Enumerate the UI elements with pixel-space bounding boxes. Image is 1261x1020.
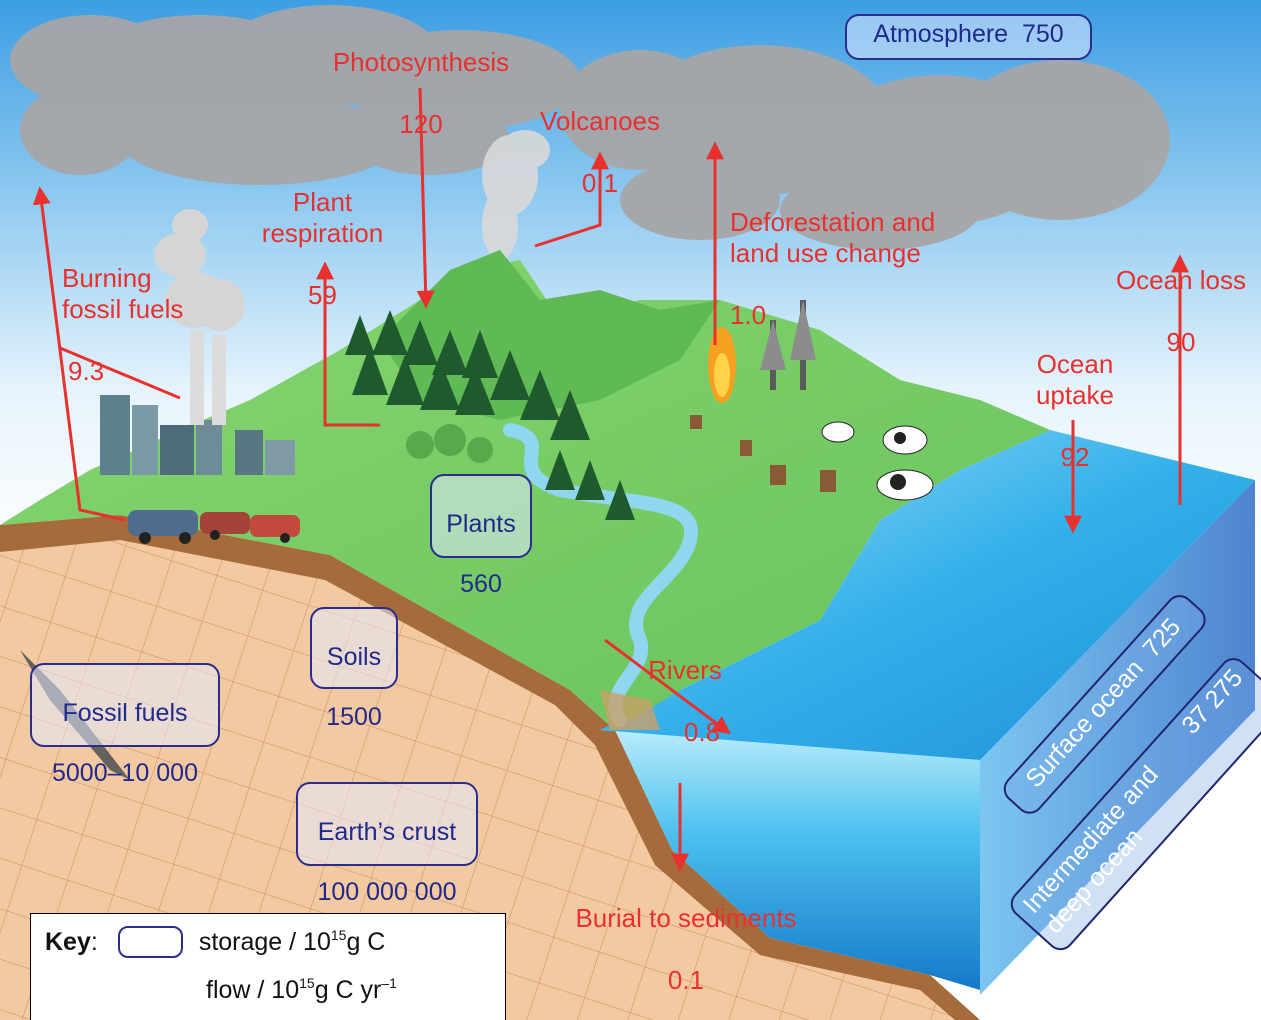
flow-value: 59 [308,280,337,310]
earth-crust [0,530,960,1020]
bushes [406,424,493,463]
flow-rivers: Rivers 0.8 [630,624,740,748]
flow-value: 9.3 [68,356,105,386]
photosynthesis-arrow [416,87,435,309]
volcanoes-arrow [534,151,609,248]
store-value: 5000–10 000 [52,759,198,787]
ocean-side [980,480,1255,995]
city [100,209,295,475]
store-soils: Soils 1500 [310,607,398,731]
flow-label: flow / 1015g C yr–1 [206,975,397,1004]
store-atmosphere: Atmosphere 750 [845,14,1092,60]
legend-title: Key [45,927,91,956]
flow-name: Burial to sediments [575,903,797,933]
store-fossil-fuels: Fossil fuels 5000–10 000 [30,663,220,787]
cows [821,421,934,501]
storage-label: storage / 1015g C [198,926,386,956]
plant-respiration-arrow [316,261,380,427]
store-name: Fossil fuels [62,699,188,727]
river [503,423,699,727]
flow-plant-respiration: Plant respiration 59 [245,156,400,311]
flow-name: Ocean loss [1115,265,1247,295]
flow-name: Volcanoes [540,106,660,136]
store-earths-crust: Earth’s crust 100 000 000 [296,782,478,906]
burning-fossil-fuels-arrow [32,186,126,522]
flow-value: 120 [399,109,443,139]
store-name: Earth’s crust [317,818,457,846]
cloud-band [10,5,1170,250]
store-name: Plants [446,510,516,538]
river-delta [600,690,660,730]
flow-value: 92 [1060,442,1090,472]
burning-forest [690,300,836,492]
legend-storage-row: Key: storage / 1015g C [45,926,385,958]
flow-value: 0.1 [581,168,619,198]
flow-deforestation: Deforestation and land use change 1.0 [730,176,990,331]
flow-burning-fossil-fuels: Burning fossil fuels 9.3 [62,232,222,387]
flow-name: Burning fossil fuels [62,263,184,324]
rivers-arrow [604,638,731,735]
legend: Key: storage / 1015g C flow / 1015g C yr… [30,913,506,1020]
flow-volcanoes: Volcanoes 0.1 [525,75,675,199]
flow-arrows [32,87,1189,1002]
flow-value: 1.0 [730,300,767,330]
store-value: 1500 [326,703,382,731]
fossil-fuels-city-line [59,346,181,400]
cars [128,510,300,544]
soil-layer [0,515,980,1020]
flow-name: Rivers [648,655,722,685]
store-value: 100 000 000 [317,878,457,906]
store-value: 560 [460,570,502,598]
flow-photosynthesis: Photosynthesis 120 [318,16,524,140]
flow-value: 0.8 [683,717,721,747]
store-name: Atmosphere [873,20,1009,48]
flow-name: Plant respiration [261,187,384,248]
store-plants: Plants 560 [430,474,532,598]
forest [345,310,635,520]
ocean-top [600,430,1255,760]
flow-burial: Burial to sediments 0.1 [555,872,817,996]
store-value: 750 [1021,20,1064,48]
flow-name: Ocean uptake [1035,349,1115,410]
flow-value: 0.1 [667,965,705,995]
store-name: Soils [326,643,382,671]
flow-ocean-uptake: Ocean uptake 92 [1025,318,1125,473]
flow-name: Deforestation and land use change [730,207,936,268]
ocean-front [600,730,980,990]
volcano-smoke [482,130,550,260]
flow-name: Photosynthesis [332,47,510,77]
storage-swatch [117,926,183,958]
flow-ocean-loss: Ocean loss 90 [1102,234,1260,358]
legend-flow-row: flow / 1015g C yr–1 [206,976,397,1005]
flow-value: 90 [1166,327,1196,357]
